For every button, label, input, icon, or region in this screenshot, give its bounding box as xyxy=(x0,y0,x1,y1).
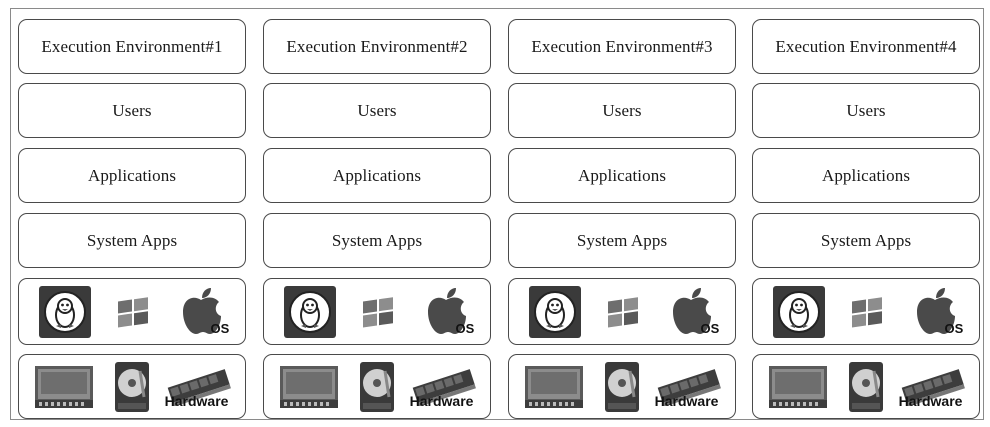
os-label: OS xyxy=(455,320,475,336)
apple-icon: OS xyxy=(422,286,474,338)
system-apps-label: System Apps xyxy=(576,230,668,250)
hard-disk-icon xyxy=(848,361,884,413)
hardware-label: Hardware xyxy=(654,392,719,409)
users-layer: Users xyxy=(263,83,491,138)
hardware-layer: Hardware xyxy=(263,354,491,419)
system-apps-layer: System Apps xyxy=(752,213,980,268)
users-label: Users xyxy=(357,100,397,120)
users-layer: Users xyxy=(508,83,736,138)
os-label: OS xyxy=(210,320,230,336)
os-layer: OS xyxy=(508,278,736,345)
users-label: Users xyxy=(602,100,642,120)
windows-flag-icon xyxy=(359,294,399,330)
environment-title-box: Execution Environment#4 xyxy=(752,19,980,74)
system-apps-label: System Apps xyxy=(86,230,178,250)
hardware-layer: Hardware xyxy=(752,354,980,419)
applications-layer: Applications xyxy=(508,148,736,203)
memory-module-icon: Hardware xyxy=(654,368,721,409)
memory-module-icon: Hardware xyxy=(409,368,476,409)
system-apps-label: System Apps xyxy=(820,230,912,250)
hard-disk-icon xyxy=(359,361,395,413)
hardware-label: Hardware xyxy=(898,392,963,409)
os-layer: OS xyxy=(18,278,246,345)
os-layer: OS xyxy=(263,278,491,345)
hardware-layer: Hardware xyxy=(508,354,736,419)
cpu-chip-icon xyxy=(767,362,831,412)
cpu-chip-icon xyxy=(278,362,342,412)
hard-disk-icon xyxy=(114,361,150,413)
applications-layer: Applications xyxy=(263,148,491,203)
environment-title-box: Execution Environment#2 xyxy=(263,19,491,74)
hardware-layer: Hardware xyxy=(18,354,246,419)
system-apps-layer: System Apps xyxy=(263,213,491,268)
cpu-chip-icon xyxy=(33,362,97,412)
environment-title-box: Execution Environment#3 xyxy=(508,19,736,74)
applications-layer: Applications xyxy=(18,148,246,203)
linux-tux-icon xyxy=(772,285,825,338)
applications-layer: Applications xyxy=(752,148,980,203)
linux-tux-icon xyxy=(38,285,91,338)
applications-label: Applications xyxy=(332,165,422,185)
system-apps-layer: System Apps xyxy=(18,213,246,268)
linux-tux-icon xyxy=(283,285,336,338)
linux-tux-icon xyxy=(528,285,581,338)
users-layer: Users xyxy=(18,83,246,138)
memory-module-icon: Hardware xyxy=(898,368,965,409)
system-apps-label: System Apps xyxy=(331,230,423,250)
memory-module-icon: Hardware xyxy=(164,368,231,409)
hard-disk-icon xyxy=(604,361,640,413)
system-apps-layer: System Apps xyxy=(508,213,736,268)
hardware-label: Hardware xyxy=(409,392,474,409)
environment-title: Execution Environment#3 xyxy=(531,36,713,56)
cpu-chip-icon xyxy=(523,362,587,412)
environment-title: Execution Environment#4 xyxy=(775,36,957,56)
windows-flag-icon xyxy=(114,294,154,330)
apple-icon: OS xyxy=(177,286,229,338)
applications-label: Applications xyxy=(577,165,667,185)
windows-flag-icon xyxy=(848,294,888,330)
environment-title: Execution Environment#1 xyxy=(41,36,223,56)
os-label: OS xyxy=(944,320,964,336)
users-label: Users xyxy=(112,100,152,120)
users-layer: Users xyxy=(752,83,980,138)
windows-flag-icon xyxy=(604,294,644,330)
apple-icon: OS xyxy=(911,286,963,338)
environment-title: Execution Environment#2 xyxy=(286,36,468,56)
diagram-frame xyxy=(10,8,984,420)
os-label: OS xyxy=(700,320,720,336)
os-layer: OS xyxy=(752,278,980,345)
applications-label: Applications xyxy=(87,165,177,185)
users-label: Users xyxy=(846,100,886,120)
environment-title-box: Execution Environment#1 xyxy=(18,19,246,74)
applications-label: Applications xyxy=(821,165,911,185)
hardware-label: Hardware xyxy=(164,392,229,409)
apple-icon: OS xyxy=(667,286,719,338)
